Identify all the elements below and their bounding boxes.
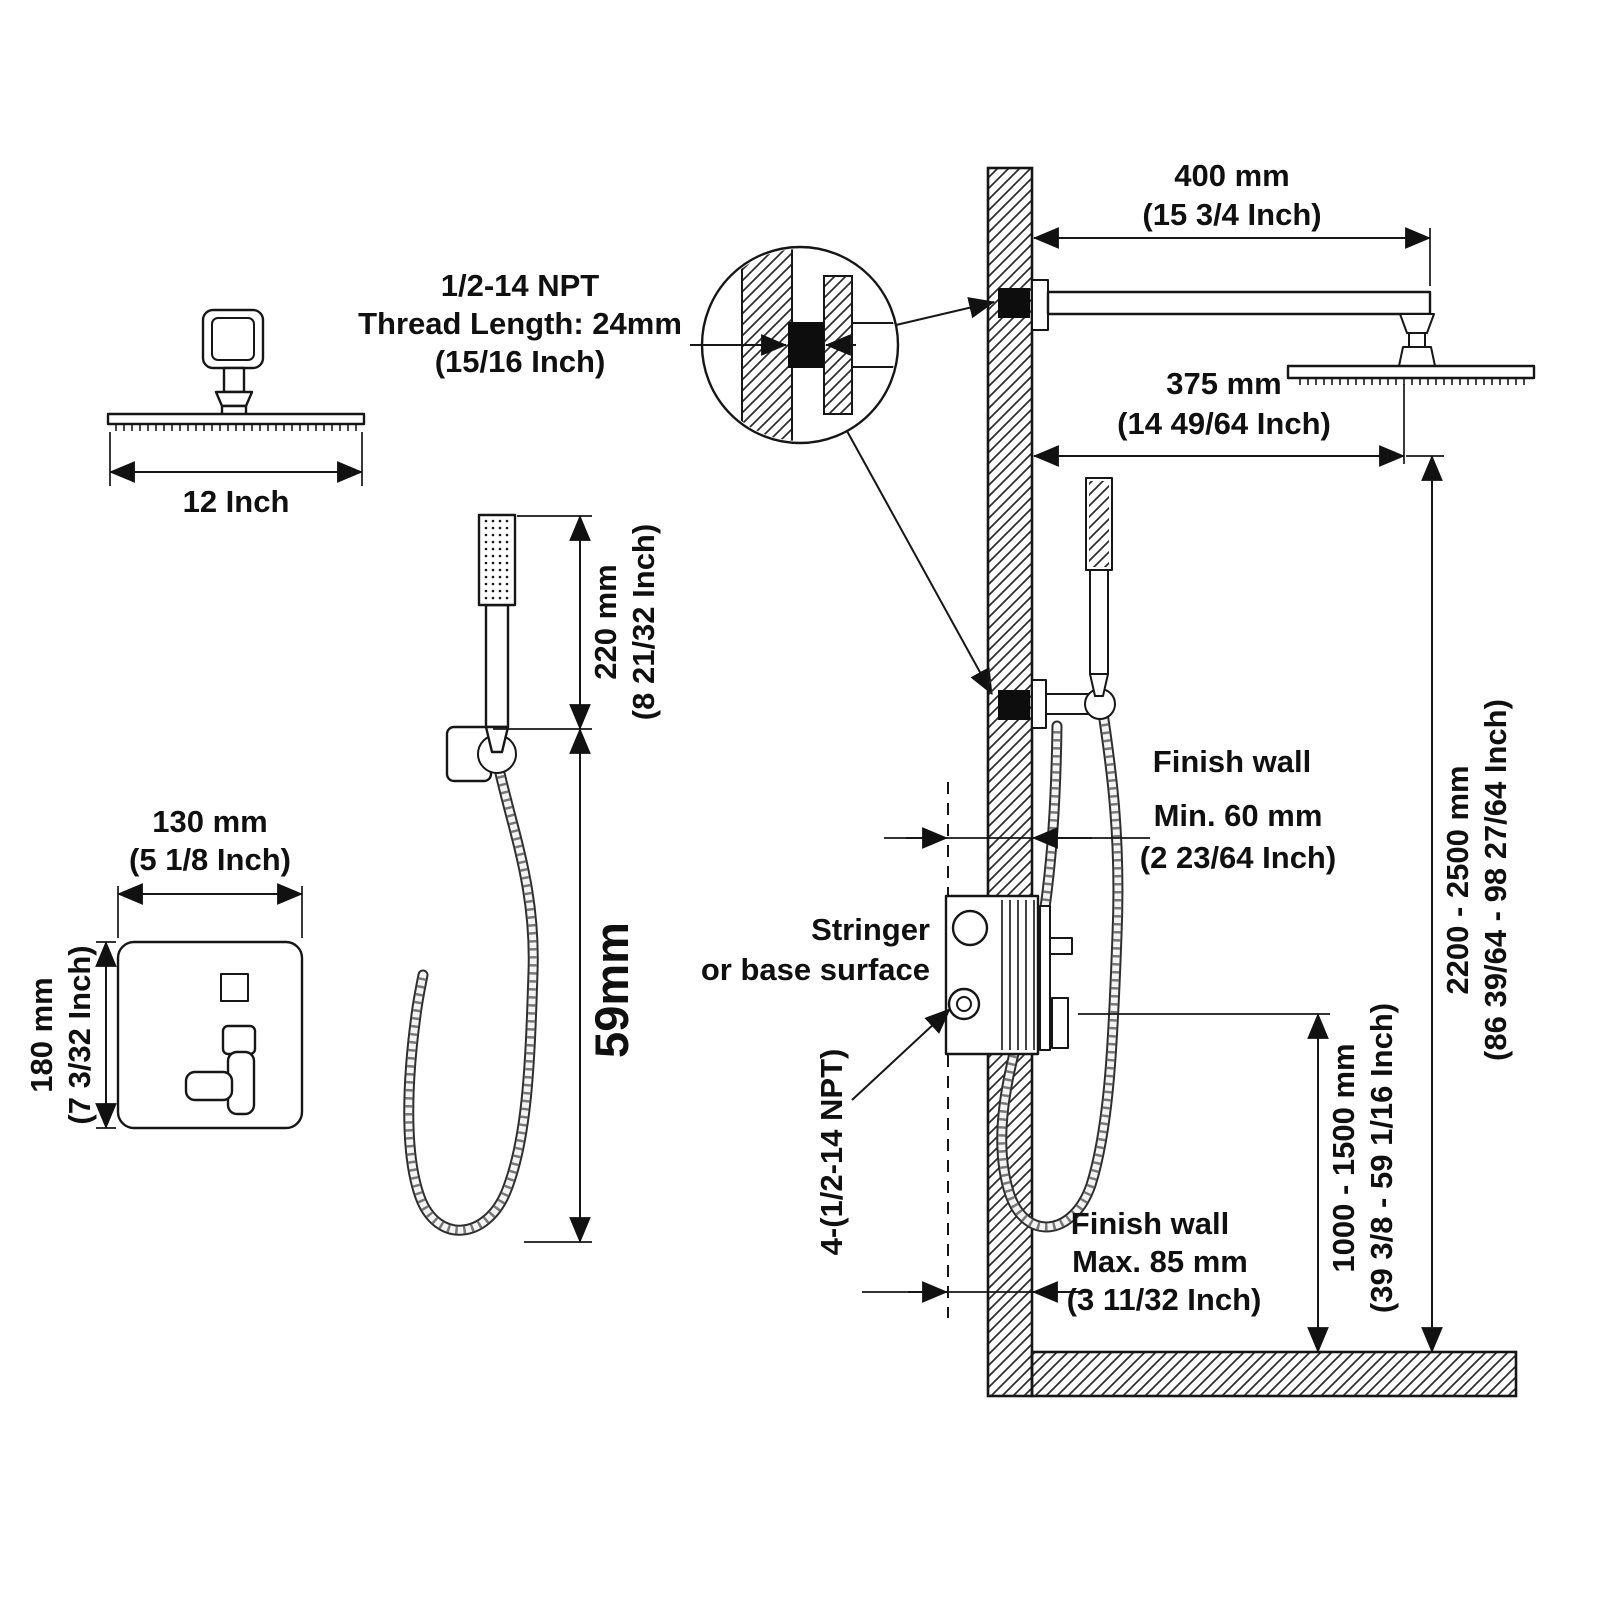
- showerhead-side-nozzles: [1293, 378, 1529, 385]
- label-max-depth-inch: (3 11/32 Inch): [1067, 1282, 1262, 1317]
- arm-ball-joint-top: [1399, 313, 1435, 334]
- label-npt-thread-length-inch: (15/16 Inch): [435, 344, 606, 379]
- handle-pivot: [221, 1024, 257, 1056]
- head-escutcheon-inner: [211, 317, 255, 361]
- valve-lower-port-inner: [956, 996, 972, 1012]
- handshower-view: 220 mm (8 21/32 Inch) 59mm: [403, 513, 661, 1244]
- showerhead-nozzles: [112, 424, 360, 431]
- valve-handle-stub: [1051, 997, 1069, 1049]
- valve-upper-port: [951, 909, 989, 947]
- wand-hose-cone: [484, 725, 510, 754]
- arm-escutcheon: [1031, 279, 1049, 331]
- wall-handshower-hose: [996, 694, 1124, 1233]
- showerhead-front-view: 12 Inch: [106, 308, 366, 519]
- label-hose-dimension: 59mm: [585, 922, 638, 1058]
- diverter-button: [220, 973, 249, 1002]
- label-head-height-range-mm: 2200 - 2500 mm: [1440, 765, 1475, 994]
- valve-ribs: [1001, 900, 1035, 1050]
- label-min-depth-mm: Min. 60 mm: [1154, 798, 1323, 833]
- label-finish-wall-lower: Finish wall: [1071, 1206, 1229, 1241]
- detail-callout-arrow-upper: [895, 297, 996, 326]
- wand-handle: [484, 603, 510, 729]
- shower-arm: [1046, 290, 1432, 316]
- label-valve-height-range-inch: (39 3/8 - 59 1/16 Inch): [1364, 1003, 1399, 1313]
- floor-section: [1030, 1350, 1518, 1398]
- valve-plate: [116, 940, 304, 1130]
- valve-trim-front-view: 130 mm (5 1/8 Inch) 180 mm (7 3/32 Inch): [24, 804, 304, 1130]
- label-head-height-range-inch: (86 39/64 - 98 27/64 Inch): [1478, 699, 1513, 1061]
- label-npt-spec: 1/2-14 NPT: [441, 268, 600, 303]
- label-finish-wall-upper: Finish wall: [1153, 744, 1311, 779]
- handle-lever-arm: [184, 1070, 234, 1102]
- label-wand-length-inch: (8 21/32 Inch): [626, 524, 661, 720]
- valve-npt-leader: [851, 1008, 951, 1101]
- head-ball-joint: [214, 390, 254, 408]
- label-stringer-line2: or base surface: [701, 952, 930, 987]
- label-stringer-line1: Stringer: [811, 912, 930, 947]
- label-arm-length-inch: (15 3/4 Inch): [1142, 197, 1321, 232]
- label-arm-length-mm: 400 mm: [1174, 158, 1289, 193]
- label-valve-width-mm: 130 mm: [152, 804, 267, 839]
- label-valve-height-range-mm: 1000 - 1500 mm: [1326, 1043, 1361, 1272]
- label-valve-height-inch: (7 3/32 Inch): [62, 945, 97, 1124]
- showerhead-side: [1286, 364, 1536, 380]
- installation-side-view: 400 mm (15 3/4 Inch) 375 mm (14 49/64 In…: [701, 158, 1536, 1398]
- arm-ball-joint-bottom: [1398, 346, 1436, 367]
- showerhead-plate: [106, 412, 366, 426]
- valve-spout-stub: [1049, 937, 1073, 955]
- thread-detail-bubble: 1/2-14 NPT Thread Length: 24mm (15/16 In…: [358, 245, 996, 695]
- label-valve-npt: 4-(1/2-14 NPT): [814, 1049, 849, 1256]
- detail-callout-arrow-lower: [846, 430, 993, 695]
- label-min-depth-inch: (2 23/64 Inch): [1140, 840, 1336, 875]
- wall-wand-handle: [1089, 569, 1109, 675]
- label-head-offset-inch: (14 49/64 Inch): [1117, 406, 1331, 441]
- label-valve-height-mm: 180 mm: [24, 977, 59, 1092]
- head-arm-stub: [222, 366, 246, 394]
- wall-section: [986, 166, 1034, 1398]
- wand-spray-face: [483, 519, 511, 601]
- label-npt-thread-length: Thread Length: 24mm: [358, 306, 682, 341]
- supply-wall-connection: [998, 690, 1030, 720]
- arm-section-detail: [851, 322, 896, 368]
- label-max-depth-mm: Max. 85 mm: [1072, 1244, 1248, 1279]
- label-valve-width-inch: (5 1/8 Inch): [129, 842, 291, 877]
- wall-wand-spray-face: [1089, 481, 1109, 567]
- thread-detail-square: [788, 322, 824, 368]
- arm-wall-connection: [998, 288, 1030, 318]
- label-head-offset-mm: 375 mm: [1166, 366, 1281, 401]
- label-wand-length-mm: 220 mm: [588, 564, 623, 679]
- handshower-hose: [403, 754, 539, 1236]
- supply-escutcheon: [1031, 679, 1047, 729]
- wall-wand-cone: [1089, 673, 1109, 697]
- arm-ball-joint-mid: [1408, 332, 1426, 348]
- valve-trim-plate-edge: [1039, 905, 1051, 1051]
- label-head-size: 12 Inch: [183, 484, 290, 519]
